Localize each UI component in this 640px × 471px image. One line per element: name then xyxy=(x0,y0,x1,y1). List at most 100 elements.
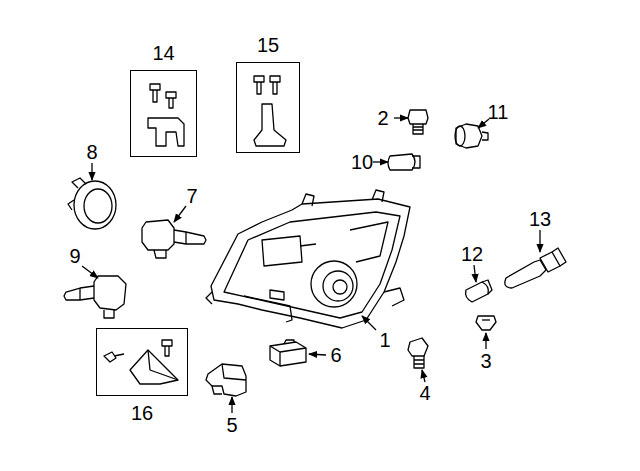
headlamp-assembly xyxy=(311,261,357,307)
bolt xyxy=(413,127,423,130)
retaining-ring xyxy=(68,178,116,229)
headlamp-assembly xyxy=(206,292,212,304)
wedge-bulb xyxy=(482,280,492,294)
screw-set xyxy=(148,84,184,146)
kit-box: 14 xyxy=(130,70,197,157)
bracket xyxy=(206,364,246,396)
screw-set xyxy=(148,350,178,380)
bracket xyxy=(212,386,222,394)
headlamp-bulb xyxy=(174,230,206,244)
headlamp-bulb xyxy=(185,232,186,244)
wedge-bulb xyxy=(388,154,420,170)
callout-number: 7 xyxy=(186,186,197,206)
screw-set xyxy=(148,118,184,146)
headlamp-assembly xyxy=(323,271,353,301)
headlamp-bulb xyxy=(142,220,174,250)
headlamp-bulb xyxy=(79,288,80,300)
screw-set xyxy=(166,92,176,108)
headlamp-bulb xyxy=(64,286,94,300)
headlamp-bulb xyxy=(94,276,126,310)
headlamp-bulb xyxy=(64,276,126,318)
wedge-bulb xyxy=(466,280,492,302)
bolt xyxy=(408,338,428,356)
callout-number: 4 xyxy=(419,383,430,403)
leader-arrow xyxy=(362,316,376,330)
leader-arrow xyxy=(231,397,232,413)
halogen-bulb xyxy=(540,252,560,272)
wedge-bulb xyxy=(388,154,415,170)
bolt xyxy=(408,110,428,134)
headlamp-assembly xyxy=(270,290,284,300)
callout-number: 14 xyxy=(111,43,216,63)
leader-arrow xyxy=(373,161,388,162)
callout-number: 5 xyxy=(226,415,237,435)
leader-arrow xyxy=(82,118,540,413)
callout-number: 2 xyxy=(377,108,388,128)
leader-arrow xyxy=(394,117,408,118)
halogen-bulb xyxy=(505,248,566,288)
bolt xyxy=(408,338,428,368)
callout-number: 15 xyxy=(217,35,319,55)
connector xyxy=(284,340,294,344)
callout-number: 11 xyxy=(488,102,509,122)
leader-arrow xyxy=(82,266,98,278)
headlamp-assembly xyxy=(300,244,316,246)
callout-number: 6 xyxy=(330,345,341,365)
bulb-socket xyxy=(482,132,488,140)
leader-arrow xyxy=(309,354,326,355)
connector xyxy=(270,346,306,366)
halogen-bulb xyxy=(505,260,546,288)
halogen-bulb xyxy=(552,248,566,266)
leader-arrow xyxy=(485,333,486,349)
screw-set xyxy=(254,104,286,146)
callout-number: 12 xyxy=(461,244,483,264)
callout-number: 16 xyxy=(77,403,207,423)
wedge-bulb xyxy=(466,282,489,302)
headlamp-assembly xyxy=(372,190,384,202)
screw-set xyxy=(104,340,178,384)
retaining-ring xyxy=(72,178,86,188)
kit-box: 15 xyxy=(236,62,300,153)
callout-number: 10 xyxy=(351,152,373,172)
bulb-socket xyxy=(455,126,465,146)
screw-set xyxy=(162,340,172,356)
callout-number: 9 xyxy=(69,246,80,266)
screw-set xyxy=(270,76,280,94)
screw-set xyxy=(130,350,178,384)
leader-arrow xyxy=(91,163,92,180)
screw-set xyxy=(150,84,160,102)
bracket xyxy=(206,364,246,396)
connector xyxy=(270,340,306,366)
screw-set xyxy=(254,76,286,146)
connector xyxy=(270,342,306,366)
headlamp-bulb xyxy=(154,250,166,258)
bulb-socket xyxy=(455,124,488,148)
headlamp-bulb xyxy=(142,220,206,258)
leader-arrow xyxy=(174,206,186,222)
clip xyxy=(476,316,496,330)
callout-number: 1 xyxy=(379,330,390,350)
headlamp-assembly xyxy=(262,236,302,266)
headlamp-assembly xyxy=(384,288,404,306)
callout-number: 13 xyxy=(529,209,551,229)
headlamp-assembly xyxy=(333,280,347,294)
leader-arrow xyxy=(478,119,489,128)
headlamp-assembly xyxy=(244,296,292,322)
headlamp-bulb xyxy=(104,310,114,318)
screw-set xyxy=(254,76,264,94)
clip xyxy=(482,319,490,320)
retaining-ring xyxy=(74,181,116,229)
callout-number: 8 xyxy=(86,142,97,162)
headlamp-assembly xyxy=(211,199,410,328)
headlamp-assembly xyxy=(350,222,388,262)
wedge-bulb xyxy=(412,156,420,168)
bolt xyxy=(413,124,423,134)
headlamp-assembly xyxy=(224,212,400,318)
bolt xyxy=(408,110,428,124)
headlamp-assembly xyxy=(302,194,314,206)
retaining-ring xyxy=(84,189,112,223)
kit-box: 16 xyxy=(96,328,188,396)
retaining-ring xyxy=(68,200,74,210)
